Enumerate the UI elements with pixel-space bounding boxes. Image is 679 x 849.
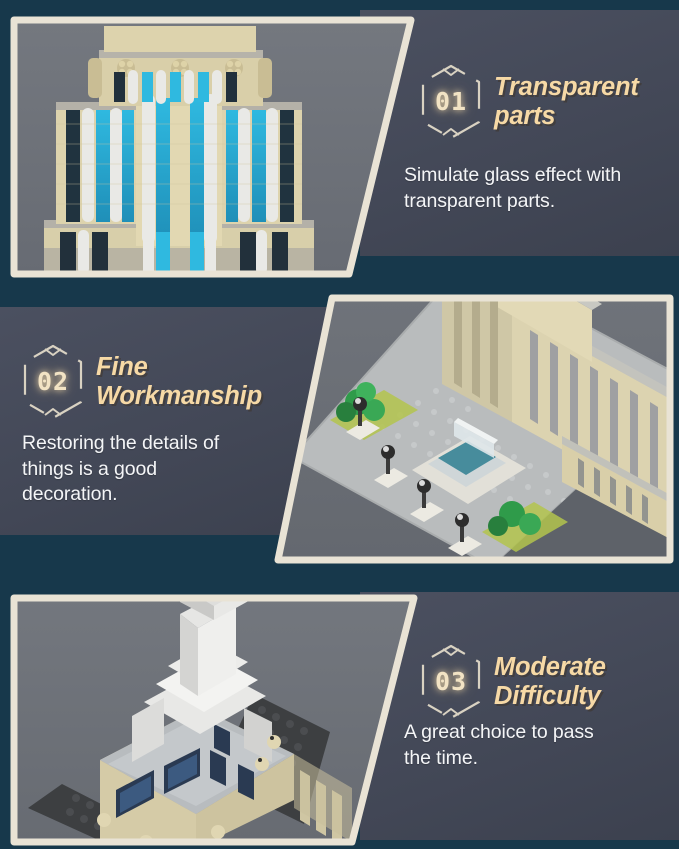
photo-frame xyxy=(10,16,415,278)
feature-02-photo xyxy=(262,292,676,567)
hexagon-badge-icon: 03 xyxy=(414,642,488,722)
feature-title: Transparent parts xyxy=(494,73,639,130)
hexagon-badge-icon: 01 xyxy=(414,62,488,142)
feature-block-02: 02 Fine Workmanship Restoring the detail… xyxy=(0,290,679,580)
lego-isometric-art xyxy=(290,298,670,560)
feature-block-03: 03 Moderate Difficulty A great choice to… xyxy=(0,580,679,849)
feature-02-heading: 02 Fine Workmanship xyxy=(16,342,326,422)
feature-number: 02 xyxy=(36,367,70,396)
feature-01-text-panel xyxy=(360,10,679,256)
hexagon-badge-icon: 02 xyxy=(16,342,90,422)
feature-01-photo xyxy=(4,14,416,280)
feature-01-heading: 01 Transparent parts xyxy=(414,62,679,142)
feature-01-body: Simulate glass effect with transparent p… xyxy=(404,164,622,212)
feature-02-text-panel xyxy=(0,307,330,535)
feature-block-01: 01 Transparent parts Simulate glass effe… xyxy=(0,0,679,290)
feature-title: Fine Workmanship xyxy=(96,353,262,410)
photo-frame xyxy=(274,294,674,564)
lego-spire-art xyxy=(28,598,352,842)
feature-title: Moderate Difficulty xyxy=(494,653,606,710)
lego-facade-art xyxy=(44,26,314,274)
photo-frame xyxy=(10,594,418,846)
feature-03-photo xyxy=(4,574,418,848)
feature-03-text-panel xyxy=(360,592,679,840)
feature-number: 03 xyxy=(434,667,468,696)
feature-02-body: Restoring the details of things is a goo… xyxy=(22,432,220,506)
feature-03-body: A great choice to pass the time. xyxy=(404,721,594,769)
feature-number: 01 xyxy=(434,87,468,116)
feature-03-heading: 03 Moderate Difficulty xyxy=(414,642,679,722)
